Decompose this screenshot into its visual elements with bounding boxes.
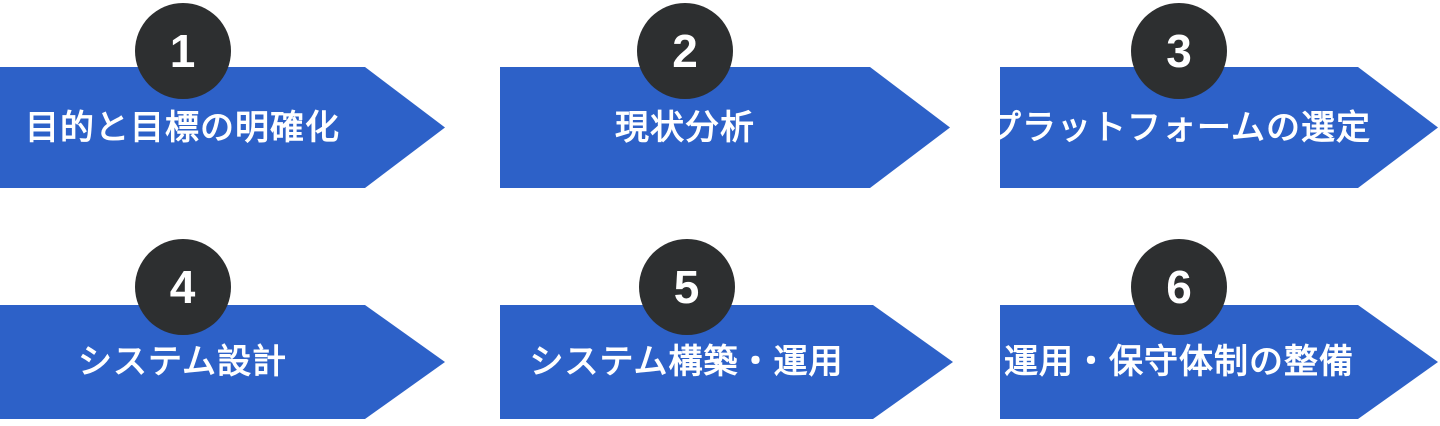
step-number: 3 — [1166, 25, 1192, 77]
arrow-right-shape: プラットフォームの選定 — [1000, 67, 1438, 188]
step-number-badge: 1 — [134, 3, 231, 99]
step-label: プラットフォームの選定 — [987, 108, 1371, 147]
arrow-right-shape: 運用・保守体制の整備 — [1000, 305, 1438, 419]
step-number-badge: 5 — [638, 239, 735, 335]
step-number-badge: 4 — [134, 239, 231, 335]
step-number-badge: 6 — [1131, 239, 1227, 335]
step-label: 運用・保守体制の整備 — [1004, 343, 1354, 381]
step-number-badge: 2 — [637, 3, 733, 99]
process-step-3: 3 プラットフォームの選定 — [1000, 0, 1438, 213]
step-label: 目的と目標の明確化 — [25, 108, 340, 147]
step-number: 6 — [1166, 261, 1192, 313]
step-label: 現状分析 — [615, 108, 755, 147]
process-step-4: 4 システム設計 — [0, 213, 445, 426]
step-number: 2 — [672, 25, 698, 77]
step-number: 4 — [169, 261, 196, 313]
arrow-right-shape: システム構築・運用 — [500, 305, 953, 419]
step-label: システム構築・運用 — [529, 343, 844, 381]
arrow-right-shape: 現状分析 — [500, 67, 950, 188]
process-step-5: 5 システム構築・運用 — [500, 213, 953, 426]
process-step-2: 2 現状分析 — [500, 0, 950, 213]
step-label: システム設計 — [78, 343, 287, 381]
step-number: 1 — [169, 25, 196, 77]
process-step-1: 1 目的と目標の明確化 — [0, 0, 445, 213]
step-number-badge: 3 — [1131, 3, 1227, 99]
arrow-right-shape: 目的と目標の明確化 — [0, 67, 445, 188]
step-number: 5 — [673, 261, 700, 313]
arrow-right-shape: システム設計 — [0, 305, 445, 419]
process-step-6: 6 運用・保守体制の整備 — [1000, 213, 1438, 426]
